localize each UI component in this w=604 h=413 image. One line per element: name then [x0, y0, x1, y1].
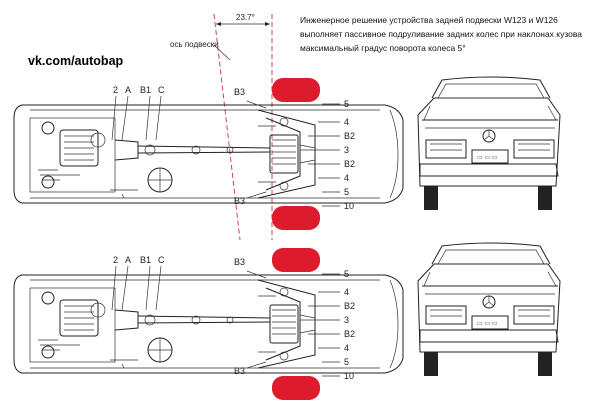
- label-4: 4: [344, 287, 349, 297]
- rear-view-car-upper: ▭ ▭ ▭: [417, 76, 561, 211]
- angle-annotation: 23.7° ось подвески: [170, 13, 273, 241]
- label-3: 3: [344, 315, 349, 325]
- label-5: 5: [344, 187, 349, 197]
- label-10: 10: [344, 371, 354, 381]
- label-b3: B3: [234, 366, 245, 376]
- label-10: 10: [344, 201, 354, 211]
- label-b2: B2: [344, 159, 355, 169]
- label-2: 2: [113, 85, 118, 95]
- label-b3: B3: [234, 87, 245, 97]
- right-labels-upper: 5 4 B2 3 B2 4 5 10 B3 B3: [234, 87, 355, 211]
- label-b2: B2: [344, 329, 355, 339]
- label-5: 5: [344, 269, 349, 279]
- label-5: 5: [344, 357, 349, 367]
- angle-label: 23.7°: [236, 13, 255, 22]
- label-b2: B2: [344, 131, 355, 141]
- label-b3: B3: [234, 196, 245, 206]
- caption-line-3: максимальный градус поворота колеса 5°: [300, 43, 466, 53]
- label-a: A: [125, 85, 131, 95]
- label-b2: B2: [344, 301, 355, 311]
- source-watermark: vk.com/autobap: [28, 54, 124, 68]
- label-2: 2: [113, 255, 118, 265]
- label-4: 4: [344, 117, 349, 127]
- front-labels-lower: 2 A B1 C: [113, 255, 165, 265]
- label-3: 3: [344, 145, 349, 155]
- label-4: 4: [344, 173, 349, 183]
- caption-line-2: выполняет пассивное подруливание задних …: [300, 29, 582, 39]
- label-c: C: [158, 255, 165, 265]
- label-b1: B1: [140, 85, 151, 95]
- plate-text-upper: ▭ ▭ ▭: [477, 155, 498, 161]
- caption-line-1: Инженерное решение устройства задней под…: [300, 15, 558, 25]
- label-b1: B1: [140, 255, 151, 265]
- label-c: C: [158, 85, 165, 95]
- label-a: A: [125, 255, 131, 265]
- axis-label: ось подвески: [170, 40, 219, 49]
- front-labels-upper: 2 A B1 C: [113, 85, 165, 95]
- plate-text-lower: ▭ ▭ ▭: [477, 321, 498, 327]
- right-labels-lower: 5 4 B2 3 B2 4 5 10 B3 B3: [234, 257, 355, 381]
- label-b3: B3: [234, 257, 245, 267]
- label-5: 5: [344, 99, 349, 109]
- rear-view-car-lower: ▭ ▭ ▭: [417, 242, 561, 377]
- label-4: 4: [344, 343, 349, 353]
